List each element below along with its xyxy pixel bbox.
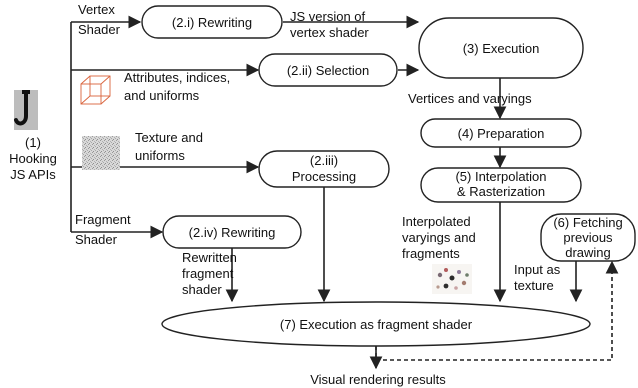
node-execution-label: (3) Execution xyxy=(463,41,540,56)
edges xyxy=(70,15,619,370)
label-vertices-varyings: Vertices and varyings xyxy=(408,91,532,106)
hook-label-line3: JS APIs xyxy=(10,167,56,182)
label-js-vertex-line1: JS version of xyxy=(290,9,366,24)
node-selection: (2.ii) Selection xyxy=(258,53,398,87)
label-js-vertex-line2: vertex shader xyxy=(290,25,369,40)
label-interpolated-line1: Interpolated xyxy=(402,214,471,229)
node-processing: (2.iii) Processing xyxy=(258,150,390,188)
noise-texture-icon xyxy=(82,136,120,170)
label-input-texture-line1: Input as xyxy=(514,262,561,277)
node-preparation-label: (4) Preparation xyxy=(458,126,545,141)
node-fetching: (6) Fetching previous drawing xyxy=(540,213,636,262)
node-interpolation: (5) Interpolation & Rasterization xyxy=(420,167,582,203)
node-rewriting-fragment-label: (2.iv) Rewriting xyxy=(189,225,276,240)
node-processing-line2: Processing xyxy=(292,169,356,184)
label-rewritten-line2: fragment xyxy=(182,266,234,281)
node-fetching-line3: drawing xyxy=(565,245,611,260)
fragment-particles-icon xyxy=(432,264,472,294)
label-visual-results: Visual rendering results xyxy=(310,372,446,387)
label-interpolated-line2: varyings and xyxy=(402,230,476,245)
node-fetching-line1: (6) Fetching xyxy=(553,215,622,230)
label-shader: Shader xyxy=(78,22,121,37)
node-execution-fragment: (7) Execution as fragment shader xyxy=(161,301,591,347)
hook-icon xyxy=(14,90,38,130)
label-vertex: Vertex xyxy=(78,2,115,17)
node-preparation: (4) Preparation xyxy=(420,118,582,148)
node-rewriting-vertex: (2.i) Rewriting xyxy=(141,5,283,39)
label-texture-line2: uniforms xyxy=(135,148,185,163)
node-execution: (3) Execution xyxy=(418,17,584,79)
label-fragment: Fragment xyxy=(75,212,131,227)
node-interpolation-line1: (5) Interpolation xyxy=(455,169,546,184)
node-selection-label: (2.ii) Selection xyxy=(287,63,369,78)
wireframe-cube-icon xyxy=(80,75,111,105)
label-fragment-shader: Shader xyxy=(75,232,118,247)
label-rewritten-line3: shader xyxy=(182,282,222,297)
node-rewriting-fragment: (2.iv) Rewriting xyxy=(162,215,302,249)
node-processing-line1: (2.iii) xyxy=(310,153,338,168)
node-fetching-line2: previous xyxy=(563,230,613,245)
label-rewritten-line1: Rewritten xyxy=(182,250,237,265)
node-interpolation-line2: & Rasterization xyxy=(457,184,545,199)
node-execution-fragment-label: (7) Execution as fragment shader xyxy=(280,317,473,332)
label-attributes-line1: Attributes, indices, xyxy=(124,70,230,85)
hook-label-line2: Hooking xyxy=(9,151,57,166)
label-texture-line1: Texture and xyxy=(135,130,203,145)
node-rewriting-vertex-label: (2.i) Rewriting xyxy=(172,15,252,30)
label-input-texture-line2: texture xyxy=(514,278,554,293)
hook-label-line1: (1) xyxy=(25,135,41,150)
label-attributes-line2: and uniforms xyxy=(124,88,200,103)
label-interpolated-line3: fragments xyxy=(402,246,460,261)
